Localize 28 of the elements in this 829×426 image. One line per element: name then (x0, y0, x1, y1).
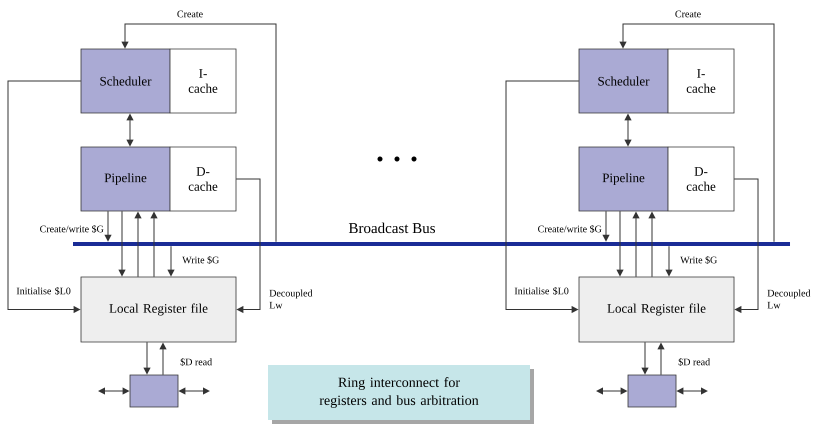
cache-box: I- cache (668, 48, 734, 114)
edge-label: Initialise $L0 (514, 287, 568, 296)
register-file-box: Local Register file (578, 276, 734, 342)
pipeline-box: Pipeline (578, 146, 668, 212)
cache-box: I- cache (170, 48, 236, 114)
scheduler-box: Scheduler (80, 48, 170, 114)
edge-label: $D read (678, 358, 710, 366)
register-file-box: Local Register file (80, 276, 236, 342)
edge-label: Initialise $L0 (16, 287, 70, 296)
node-label: Broadcast Bus (348, 222, 435, 234)
pipeline-box: Pipeline (80, 146, 170, 212)
edge-label: Decoupled Lw (768, 289, 810, 309)
cache-box: D- cache (170, 146, 236, 212)
edge-label: Create (177, 10, 203, 18)
note-box: Ring interconnect for registers and bus arbitration (268, 365, 534, 424)
edge-label: Write $G (182, 256, 219, 264)
edge-label: Create (675, 10, 701, 18)
arrow (734, 178, 758, 314)
arrow (236, 178, 260, 314)
switch-box (130, 374, 178, 408)
edge-label: Decoupled Lw (270, 289, 312, 309)
edge-label: Create/write $G (538, 225, 602, 233)
edge-label: Create/write $G (40, 225, 104, 233)
scheduler-box: Scheduler (578, 48, 668, 114)
edge-label: $D read (180, 358, 212, 366)
edge-label: Write $G (680, 256, 717, 264)
cache-box: D- cache (668, 146, 734, 212)
switch-box (628, 374, 676, 408)
